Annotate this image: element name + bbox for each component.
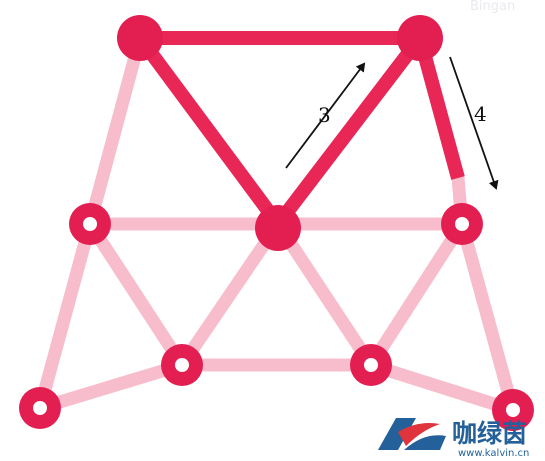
step-label-4: 4 — [474, 102, 487, 126]
step-label-3: 3 — [318, 103, 331, 127]
drawn-edges — [133, 31, 465, 231]
node-right-mid[interactable] — [441, 203, 483, 245]
watermark-top-right: Bingan — [470, 0, 515, 14]
edge-center-to-lower-left-inner[interactable] — [175, 217, 285, 372]
drawn-edge-right-wall-partial — [413, 36, 465, 180]
edge-top-left-to-left-mid[interactable] — [83, 31, 147, 231]
drawn-edge-top-left-to-center — [133, 31, 285, 231]
watermark-cn-text: 咖绿茵 — [452, 419, 527, 448]
edge-center-to-lower-right-inner[interactable] — [271, 217, 378, 372]
faint-edges — [33, 31, 520, 417]
watermark-url: www.kalvin.cn — [458, 448, 529, 459]
hint-arrows — [285, 56, 499, 190]
node-bottom-left[interactable] — [19, 387, 61, 429]
edge-right-mid-to-lower-right-inner[interactable] — [364, 217, 469, 372]
node-left-mid[interactable] — [69, 203, 111, 245]
edge-left-mid-to-bottom-left[interactable] — [33, 217, 97, 415]
drawn-edge-center-to-top-right — [271, 31, 427, 231]
arrow-step-3 — [285, 62, 366, 169]
node-lower-right-inner[interactable] — [350, 344, 392, 386]
edge-bottom-left-to-lower-left-inner[interactable] — [33, 358, 189, 415]
edge-left-mid-to-lower-left-inner[interactable] — [83, 217, 189, 372]
node-bottom-right[interactable] — [492, 389, 534, 431]
node-top-right-active[interactable] — [397, 15, 443, 61]
nodes — [19, 15, 534, 431]
edge-right-mid-to-bottom-right[interactable] — [455, 217, 520, 417]
node-top-left-active[interactable] — [117, 15, 163, 61]
edge-lower-right-inner-to-bottom-right[interactable] — [364, 358, 520, 417]
kalvin-logo-icon — [378, 418, 446, 450]
watermark-logo: 咖绿茵 www.kalvin.cn — [378, 418, 529, 459]
arrow-step-4 — [449, 56, 499, 190]
node-center-active[interactable] — [255, 205, 301, 251]
node-lower-left-inner[interactable] — [161, 344, 203, 386]
